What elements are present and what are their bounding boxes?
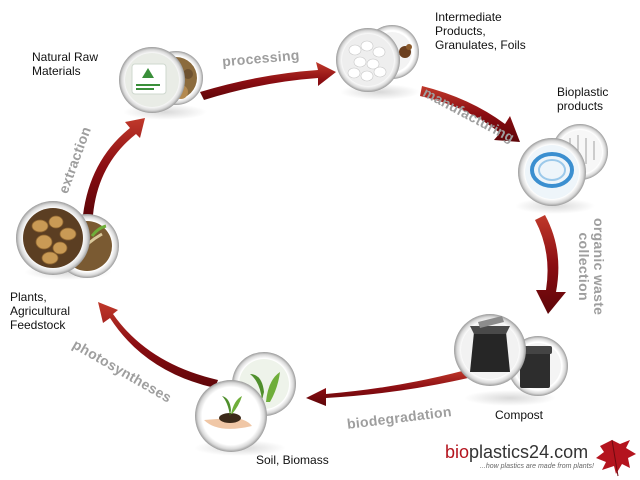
arrow-extraction	[83, 118, 145, 215]
brand-name-part1: bio	[445, 442, 470, 462]
arrow-photosyntheses	[98, 302, 218, 388]
bioplastics24-leaf-logo	[596, 439, 636, 477]
brand-name[interactable]: bioplastics24.com	[445, 442, 588, 463]
intermediate-products-image	[336, 25, 420, 100]
plants-feedstock-image	[16, 201, 119, 280]
arrow-manufacturing	[420, 86, 520, 142]
arrow-organic-waste-collection	[535, 215, 566, 314]
natural-raw-materials-image	[119, 47, 207, 120]
brand-tagline: ...how plastics are made from plants!	[480, 463, 594, 470]
brand-name-part2: plastics24.com	[469, 442, 589, 462]
soil-biomass-image	[194, 352, 296, 456]
bioplastic-products-image	[515, 124, 608, 214]
arrow-processing	[200, 62, 336, 100]
label-compost: Compost	[495, 408, 544, 422]
arrow-biodegradation	[306, 370, 468, 406]
compost-image	[454, 314, 568, 406]
label-soil-biomass: Soil, Biomass	[256, 453, 329, 467]
